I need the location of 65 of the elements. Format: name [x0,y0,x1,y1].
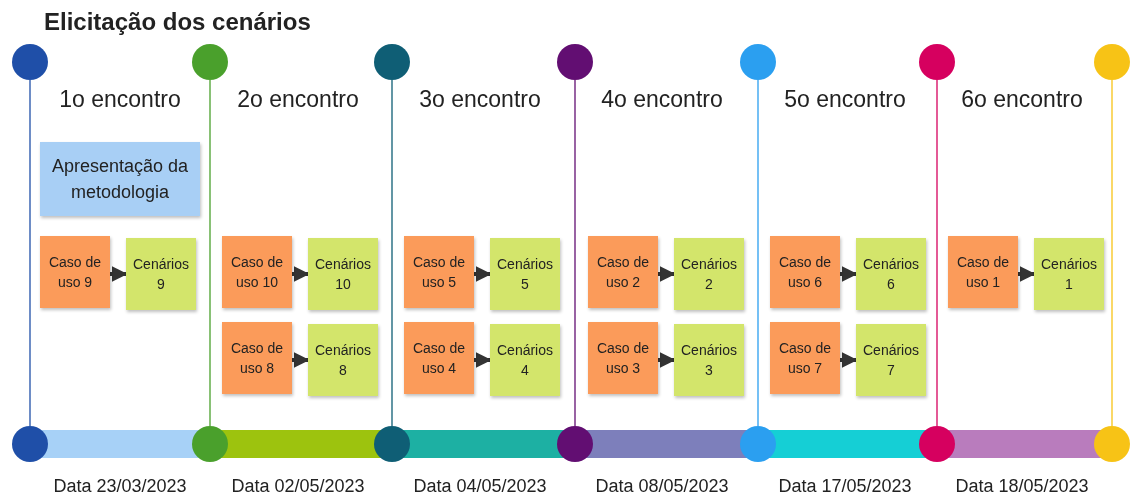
session-heading: 4o encontro [600,86,724,113]
timeline-line [209,79,211,427]
timeline-dot [192,426,228,462]
session-heading: 6o encontro [960,86,1084,113]
arrow [840,266,858,282]
session-heading: 3o encontro [418,86,542,113]
sticky-note: Apresentação da metodologia [40,142,200,216]
title: Elicitação dos cenários [44,8,311,36]
sticky-note: Caso de uso 9 [40,236,110,308]
session-heading: 2o encontro [236,86,360,113]
arrow [1018,266,1036,282]
sticky-note: Caso de uso 7 [770,322,840,394]
timeline-dot [557,44,593,80]
sticky-note: Cenários 6 [856,238,926,310]
timeline-dot [12,426,48,462]
date-label: Data 08/05/2023 [594,476,730,497]
timeline-dot [740,44,776,80]
sticky-note: Cenários 1 [1034,238,1104,310]
timeline-dot [192,44,228,80]
timeline-dot [12,44,48,80]
timeline-dot [919,44,955,80]
arrow [292,266,310,282]
timeline-line [936,79,938,427]
sticky-note: Caso de uso 1 [948,236,1018,308]
session-heading: 1o encontro [58,86,182,113]
arrow [292,352,310,368]
timeline-dot [374,426,410,462]
sticky-note: Caso de uso 10 [222,236,292,308]
date-label: Data 23/03/2023 [52,476,188,497]
timeline-dot [1094,44,1130,80]
sticky-note: Caso de uso 3 [588,322,658,394]
date-label: Data 18/05/2023 [954,476,1090,497]
sticky-note: Caso de uso 4 [404,322,474,394]
timeline-dot [919,426,955,462]
timeline-line [1111,79,1113,427]
sticky-note: Cenários 9 [126,238,196,310]
date-label: Data 02/05/2023 [230,476,366,497]
sticky-note: Cenários 2 [674,238,744,310]
arrow [658,266,676,282]
timeline-line [574,79,576,427]
sticky-note: Caso de uso 2 [588,236,658,308]
sticky-note: Caso de uso 8 [222,322,292,394]
sticky-note: Caso de uso 5 [404,236,474,308]
timeline-line [391,79,393,427]
timeline-dot [557,426,593,462]
arrow [474,352,492,368]
sticky-note: Cenários 7 [856,324,926,396]
sticky-note: Cenários 3 [674,324,744,396]
sticky-note: Cenários 8 [308,324,378,396]
timeline-dot [1094,426,1130,462]
timeline-dot [374,44,410,80]
timeline-line [757,79,759,427]
sticky-note: Cenários 5 [490,238,560,310]
sticky-note: Caso de uso 6 [770,236,840,308]
arrow [840,352,858,368]
sticky-note: Cenários 10 [308,238,378,310]
session-heading: 5o encontro [783,86,907,113]
date-label: Data 04/05/2023 [412,476,548,497]
date-label: Data 17/05/2023 [777,476,913,497]
arrow [110,266,128,282]
arrow [474,266,492,282]
arrow [658,352,676,368]
sticky-note: Cenários 4 [490,324,560,396]
timeline-dot [740,426,776,462]
timeline-line [29,79,31,427]
